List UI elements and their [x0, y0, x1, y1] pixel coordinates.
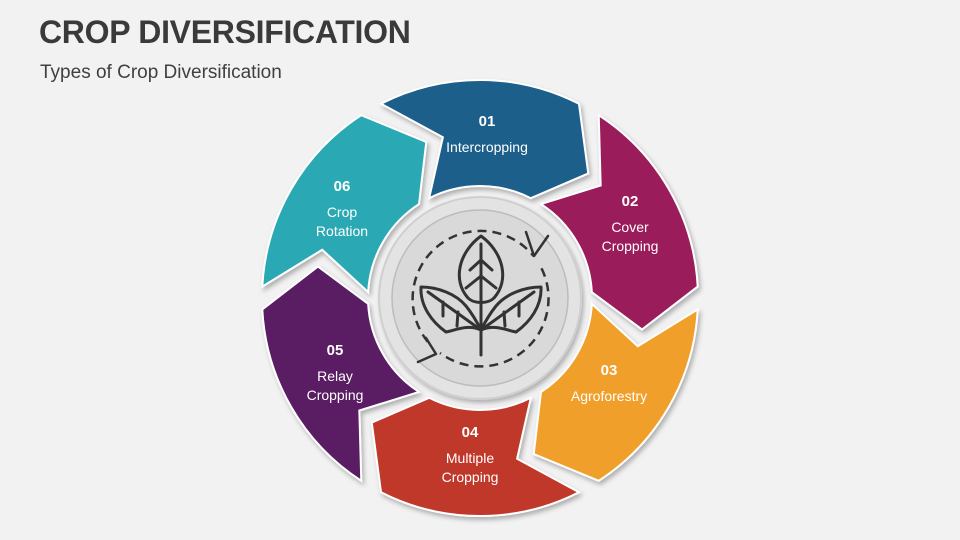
center-hub	[378, 196, 582, 400]
segment-number: 06	[334, 178, 351, 195]
segment-number: 05	[327, 342, 344, 359]
segment-label: Cropping	[442, 469, 499, 485]
segment-number: 04	[462, 424, 479, 441]
page-title: CROP DIVERSIFICATION	[39, 14, 411, 50]
cycle-arrows-icon	[411, 229, 550, 368]
segment-label: Crop	[327, 204, 358, 220]
plant-sprout-icon	[419, 234, 543, 357]
segment-label: Relay	[317, 368, 353, 384]
segment-shape	[261, 114, 428, 295]
segment-shape	[378, 79, 590, 201]
segment-label: Cover	[611, 219, 649, 235]
segment-shape	[370, 395, 582, 517]
segment-number: 01	[479, 113, 496, 130]
segment-label: Rotation	[316, 223, 368, 239]
segment-label: Intercropping	[446, 139, 528, 155]
segment-label: Agroforestry	[571, 388, 647, 404]
segment-label: Cropping	[307, 387, 364, 403]
page-subtitle: Types of Crop Diversification	[40, 62, 282, 83]
segment-shape	[261, 265, 422, 483]
segment-number: 02	[622, 193, 639, 210]
segment-label: Multiple	[446, 450, 494, 466]
segment-number: 03	[601, 362, 618, 379]
segment-shape	[532, 301, 699, 482]
segment-shape	[538, 113, 699, 331]
segment-label: Cropping	[602, 238, 659, 254]
